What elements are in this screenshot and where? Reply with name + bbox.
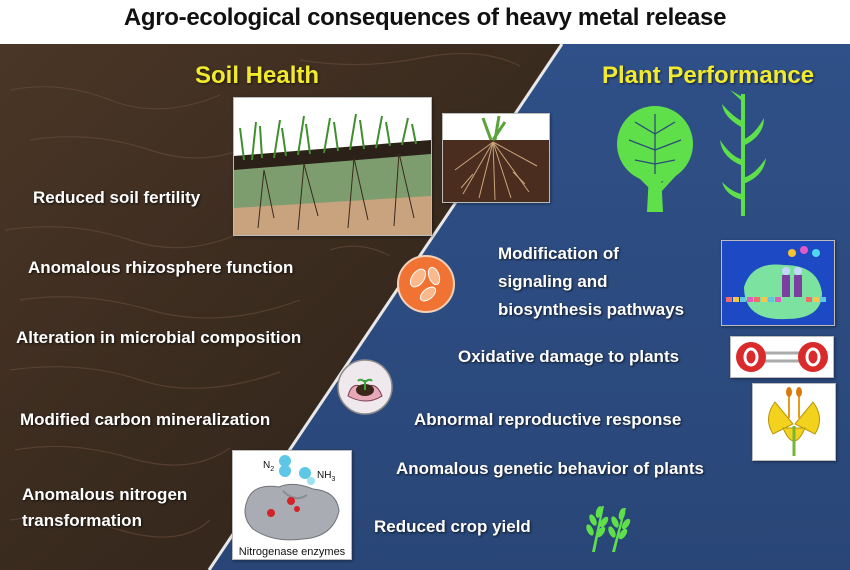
bacteria-icon [397,255,455,313]
n2-label: N2 [263,460,274,473]
plant-item-reproductive: Abnormal reproductive response [414,410,682,429]
nitrogenase-image: N2 NH3 Nitrogenase enzymes [232,450,352,560]
soil-texture [4,52,521,538]
plant-item-signaling-line2: signaling and [498,272,608,291]
soil-item-nitrogen-line1: Anomalous nitrogen [22,485,188,504]
nitrogenase-icon: N2 NH3 [233,451,351,545]
oxygen-molecule-icon [731,337,833,377]
plant-item-oxidative: Oxidative damage to plants [458,347,680,366]
root-image [442,113,550,203]
soil-profile-image [233,97,432,236]
tree-icon [617,106,693,212]
signaling-image [721,240,835,326]
flower-icon [753,384,835,460]
nitrogenase-caption: Nitrogenase enzymes [238,546,346,558]
soil-item-nitrogen-line2: transformation [22,511,142,530]
soil-heading: Soil Health [195,62,320,89]
plant-panel [209,44,850,570]
soil-item-microbial: Alteration in microbial composition [16,328,302,347]
hands-seedling-icon [337,359,393,415]
soil-item-fertility: Reduced soil fertility [33,188,201,207]
corn-plant-icon [720,90,766,216]
plant-heading: Plant Performance [602,62,815,89]
plant-item-signaling-line1: Modification of [498,244,619,263]
nh3-label: NH3 [317,470,335,483]
soil-profile-icon [234,98,431,235]
plant-item-signaling-line3: biosynthesis pathways [498,300,685,319]
page-title: Agro-ecological consequences of heavy me… [123,4,727,31]
flower-image [752,383,836,461]
root-icon [443,114,549,202]
soil-item-carbon: Modified carbon mineralization [20,410,271,429]
plant-item-crop-yield: Reduced crop yield [374,517,531,536]
plant-item-genetic: Anomalous genetic behavior of plants [396,459,704,478]
soil-item-rhizosphere: Anomalous rhizosphere function [28,258,294,277]
oxygen-image [730,336,834,378]
signaling-icon [722,241,834,325]
wheat-icon [586,506,631,552]
